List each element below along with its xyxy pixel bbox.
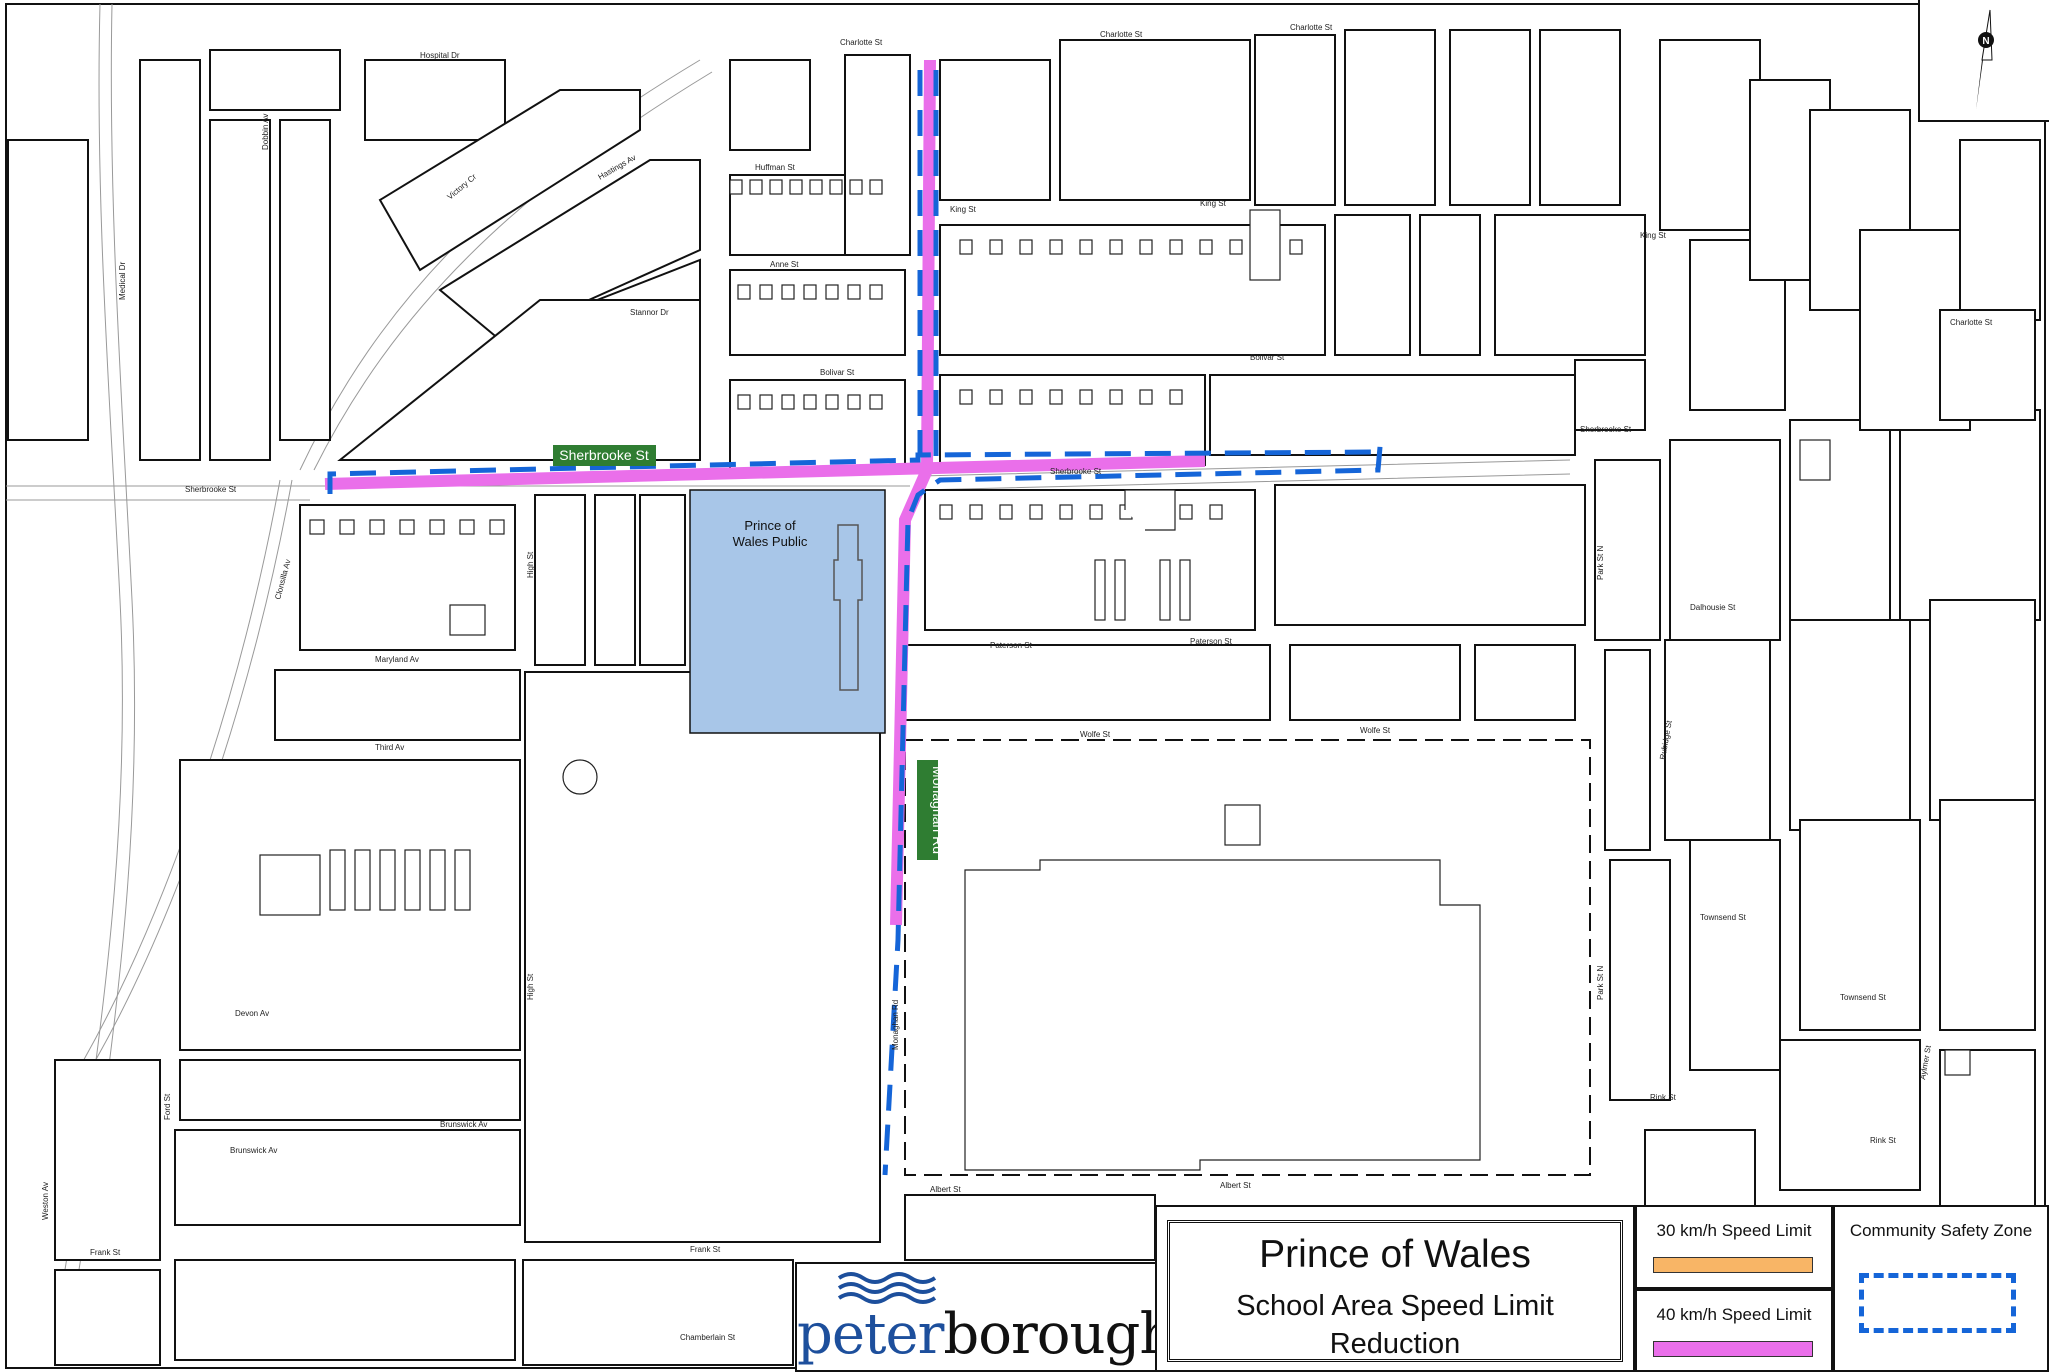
label-high-2: High St bbox=[526, 973, 535, 1000]
label-bolivar-2: Bolivar St bbox=[1250, 353, 1285, 362]
peterborough-logo: peterborough bbox=[795, 1262, 1175, 1372]
label-high: High St bbox=[526, 551, 535, 578]
school-building bbox=[833, 524, 863, 691]
school-property[interactable] bbox=[689, 489, 886, 734]
map-subtitle: School Area Speed Limit Reduction bbox=[1236, 1290, 1554, 1360]
brand-wordmark: peterborough bbox=[797, 1302, 1175, 1367]
label-sherbrooke: Sherbrooke St bbox=[185, 485, 237, 494]
label-albert-2: Albert St bbox=[1220, 1181, 1251, 1190]
label-brunswick-2: Brunswick Av bbox=[440, 1120, 487, 1129]
label-park-2: Park St N bbox=[1596, 546, 1605, 580]
svg-text:Monaghan Rd: Monaghan Rd bbox=[930, 766, 946, 854]
label-paterson-2: Paterson St bbox=[1190, 637, 1233, 646]
title-block: Prince of Wales School Area Speed Limit … bbox=[1155, 1205, 1635, 1372]
legend-speed-30: 30 km/h Speed Limit bbox=[1635, 1205, 1833, 1289]
legend-speed-40-label: 40 km/h Speed Limit bbox=[1656, 1305, 1812, 1324]
label-chamberlain: Chamberlain St bbox=[680, 1333, 736, 1342]
label-charlotte-2: Charlotte St bbox=[1100, 30, 1143, 39]
sherbrooke-callout: Sherbrooke St bbox=[553, 445, 656, 466]
label-huffman: Huffman St bbox=[755, 163, 796, 172]
label-wolfe: Wolfe St bbox=[1080, 730, 1111, 739]
label-king-3: King St bbox=[1640, 231, 1667, 240]
city-blocks bbox=[7, 29, 2041, 1366]
label-ford: Ford St bbox=[163, 1093, 172, 1120]
label-sherbrooke-3: Sherbrooke St bbox=[1580, 425, 1632, 434]
label-albert: Albert St bbox=[930, 1185, 961, 1194]
label-king: King St bbox=[950, 205, 977, 214]
label-maryland: Maryland Av bbox=[375, 655, 419, 664]
label-bolivar: Bolivar St bbox=[820, 368, 855, 377]
north-arrow-icon: N bbox=[1918, 0, 2049, 122]
svg-text:N: N bbox=[1982, 36, 1989, 47]
label-townsend: Townsend St bbox=[1700, 913, 1747, 922]
legend-safety-zone-swatch bbox=[1859, 1273, 2016, 1333]
label-dalhousie: Dalhousie St bbox=[1690, 603, 1736, 612]
legend-speed-30-swatch bbox=[1653, 1257, 1813, 1273]
monaghan-callout: Monaghan Rd bbox=[917, 760, 946, 860]
legend-speed-40: 40 km/h Speed Limit bbox=[1635, 1289, 1833, 1372]
label-brunswick: Brunswick Av bbox=[230, 1146, 277, 1155]
label-wolfe-2: Wolfe St bbox=[1360, 726, 1391, 735]
label-rink: Rink St bbox=[1650, 1093, 1677, 1102]
brand-wordmark-suffix: borough bbox=[943, 1302, 1175, 1367]
label-medical: Medical Dr bbox=[118, 261, 127, 300]
building-footprints bbox=[259, 179, 1971, 1076]
label-king-2: King St bbox=[1200, 199, 1227, 208]
label-weston: Weston Av bbox=[41, 1182, 50, 1220]
label-townsend-2: Townsend St bbox=[1840, 993, 1887, 1002]
svg-text:Sherbrooke St: Sherbrooke St bbox=[559, 447, 649, 463]
label-dobbin: Dobbin Av bbox=[261, 114, 270, 150]
label-third: Third Av bbox=[375, 743, 404, 752]
label-monaghan: Monaghan Rd bbox=[891, 1000, 900, 1050]
map-title: Prince of Wales bbox=[1259, 1233, 1531, 1276]
label-charlotte: Charlotte St bbox=[840, 38, 883, 47]
legend-speed-40-swatch bbox=[1653, 1341, 1813, 1357]
legend-speed-30-label: 30 km/h Speed Limit bbox=[1656, 1221, 1812, 1240]
label-charlotte-4: Charlotte St bbox=[1950, 318, 1993, 327]
label-stannor: Stannor Dr bbox=[630, 308, 669, 317]
label-sherbrooke-2: Sherbrooke St bbox=[1050, 467, 1102, 476]
label-frank-2: Frank St bbox=[690, 1245, 721, 1254]
community-safety-zone[interactable] bbox=[327, 70, 1383, 1176]
title-frame: Prince of Wales School Area Speed Limit … bbox=[1167, 1220, 1623, 1362]
label-paterson: Paterson St bbox=[990, 641, 1033, 650]
label-devon: Devon Av bbox=[235, 1009, 269, 1018]
brand-wordmark-prefix: peter bbox=[797, 1302, 944, 1367]
label-anne: Anne St bbox=[770, 260, 799, 269]
label-frank: Frank St bbox=[90, 1248, 121, 1257]
peterborough-waves-logo bbox=[837, 1272, 937, 1304]
legend-safety-zone-label: Community Safety Zone bbox=[1849, 1221, 2033, 1240]
school-label-line-2: Wales Public bbox=[733, 534, 808, 549]
label-hospital: Hospital Dr bbox=[420, 51, 460, 60]
label-charlotte-3: Charlotte St bbox=[1290, 23, 1333, 32]
label-park: Park St N bbox=[1596, 966, 1605, 1000]
legend-safety-zone: Community Safety Zone bbox=[1833, 1205, 2049, 1372]
label-rink-2: Rink St bbox=[1870, 1136, 1897, 1145]
